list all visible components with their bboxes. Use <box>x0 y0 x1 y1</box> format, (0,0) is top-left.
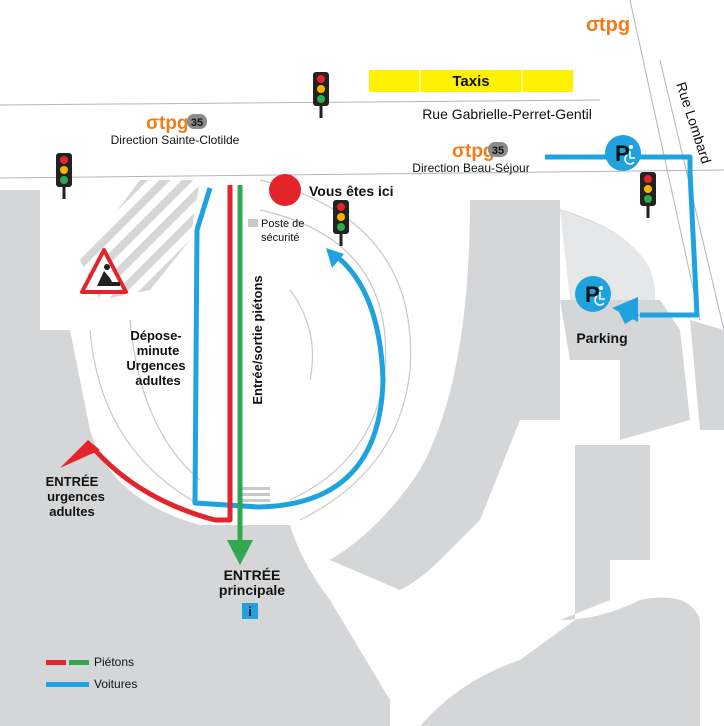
traffic-light-icon <box>313 72 329 118</box>
svg-text:principale: principale <box>219 582 285 598</box>
tpg-logo-top: σ tpg <box>586 14 630 36</box>
legend-cars: Voitures <box>94 677 137 691</box>
traffic-light-icon <box>56 153 72 199</box>
traffic-light-icon <box>640 172 656 218</box>
ground-left-top <box>0 190 40 330</box>
line-badge <box>488 142 508 157</box>
legend-swatch-green <box>69 660 89 665</box>
tpg-stop-sainte-clotilde: σ tpg 35 Direction Sainte-Clotilde <box>111 113 240 147</box>
ground-areas <box>0 190 724 726</box>
tpg-stop-beau-sejour: σ tpg 35 Direction Beau-Séjour <box>412 141 529 175</box>
svg-text:Dépose-: Dépose- <box>130 328 181 343</box>
you-are-here-marker <box>269 174 301 206</box>
taxis-label: Taxis <box>452 73 489 90</box>
pedestrian-arrow-main <box>227 540 253 565</box>
tpg-brand: tpg <box>599 14 630 36</box>
dropoff-label: Dépose- minute Urgences adultes <box>126 328 185 388</box>
pedestrian-route-emergency <box>77 185 233 523</box>
disabled-parking-icon: P <box>605 135 641 171</box>
pedestrian-arrow-emergency <box>60 440 100 468</box>
svg-text:urgences: urgences <box>47 489 105 504</box>
tpg-brand: tpg <box>465 141 495 162</box>
tpg-swoosh-icon: σ <box>146 113 159 134</box>
svg-text:P: P <box>615 141 630 166</box>
svg-text:i: i <box>248 604 252 619</box>
line-badge <box>187 114 207 129</box>
car-route-parking <box>545 154 700 318</box>
entree-principale-label: ENTRÉE principale <box>219 567 285 598</box>
svg-text:adultes: adultes <box>49 504 95 519</box>
tpg-swoosh-icon: σ <box>452 141 465 162</box>
ground-far-right <box>690 320 724 430</box>
svg-text:adultes: adultes <box>135 373 181 388</box>
direction-label: Direction Beau-Séjour <box>412 161 529 175</box>
street-main-label: Rue Gabrielle-Perret-Gentil <box>422 106 592 122</box>
legend-swatch-blue <box>46 682 89 687</box>
pedestrian-path-label: Entrée/sortie piétons <box>250 275 265 404</box>
you-are-here-label: Vous êtes ici <box>309 183 394 199</box>
tpg-swoosh-icon: σ <box>586 14 600 36</box>
legend: Piétons Voitures <box>46 655 137 691</box>
street-side-label: Rue Lombard <box>673 80 714 166</box>
info-icon: i <box>242 603 258 619</box>
direction-label: Direction Sainte-Clotilde <box>111 133 240 147</box>
security-post-label-1: Poste de <box>261 218 304 230</box>
traffic-light-icon <box>333 200 349 246</box>
svg-text:ENTRÉE: ENTRÉE <box>46 474 99 489</box>
ground-parking-right <box>560 300 690 440</box>
svg-text:Urgences: Urgences <box>126 358 185 373</box>
parking-curve-area <box>560 210 656 300</box>
car-arrow-loop <box>326 248 344 268</box>
security-post-icon <box>248 219 258 227</box>
line-number: 35 <box>191 117 203 129</box>
ground-center-right <box>330 200 560 590</box>
ground-bottom-right <box>420 445 700 726</box>
roadworks-warning-icon <box>80 248 128 294</box>
parking-label: Parking <box>576 330 627 346</box>
svg-text:P: P <box>585 282 600 307</box>
svg-text:minute: minute <box>137 343 180 358</box>
svg-text:ENTRÉE: ENTRÉE <box>224 567 281 583</box>
ground-left-bottom <box>0 330 390 726</box>
entree-urgences-label: ENTRÉE urgences adultes <box>46 474 105 519</box>
tpg-brand: tpg <box>159 113 189 134</box>
disabled-parking-icon: P <box>575 276 611 312</box>
legend-swatch-red <box>46 660 66 665</box>
security-post-label-2: sécurité <box>261 232 300 244</box>
legend-pedestrians: Piétons <box>94 655 134 669</box>
line-number: 35 <box>492 145 504 157</box>
car-arrow-parking <box>612 297 638 322</box>
car-route-loop <box>192 187 386 510</box>
crosswalk-stripes <box>238 487 270 502</box>
